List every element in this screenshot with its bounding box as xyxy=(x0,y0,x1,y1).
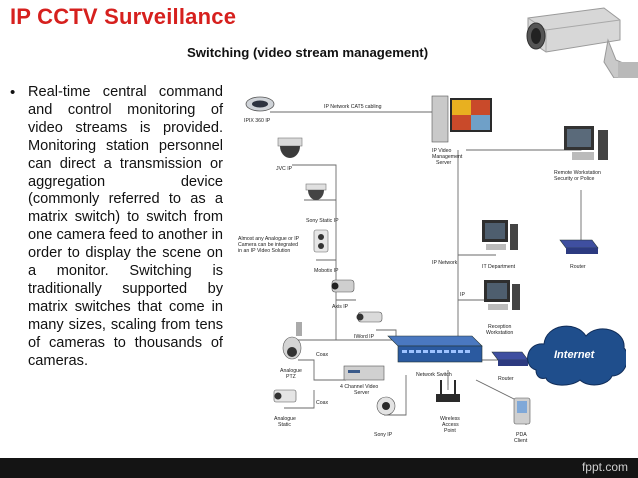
ipix-camera-icon xyxy=(245,96,275,112)
pda-label2: Client xyxy=(514,438,528,444)
video-server-icon xyxy=(343,365,385,381)
analogue-static-label1: Analogue xyxy=(274,416,296,422)
iword-label: IWord IP xyxy=(354,334,375,340)
jvc-camera-icon xyxy=(277,137,303,158)
sony-static-label: Sony Static IP xyxy=(306,218,339,224)
slide-subtitle: Switching (video stream management) xyxy=(187,45,429,60)
slide-title: IP CCTV Surveillance xyxy=(10,4,237,29)
axis-camera-icon xyxy=(331,279,355,293)
sony-ip-camera-icon xyxy=(376,396,396,416)
mgmt-label1: IP Video xyxy=(432,148,452,154)
remote-label1: Remote Workstation xyxy=(554,170,601,176)
sony-static-camera-icon xyxy=(305,183,327,200)
wap-label2: Access xyxy=(442,422,459,428)
iword-camera-icon xyxy=(356,311,383,323)
reception-label2: Workstation xyxy=(486,330,513,336)
mobotix-label: Mobotix IP xyxy=(314,268,339,274)
ip-network-label: IP Network xyxy=(432,260,458,266)
remote-workstation-icon xyxy=(564,126,608,160)
ip-label: IP xyxy=(460,292,465,298)
analogue-note-line3: in an IP Video Solution xyxy=(238,248,290,254)
analogue-ptz-camera-icon xyxy=(282,322,302,360)
pda-label1: PDA xyxy=(516,432,527,438)
body-paragraph: Real-time central command and control mo… xyxy=(28,84,223,369)
management-server-icon xyxy=(431,95,492,143)
pda-client-icon xyxy=(513,397,531,425)
footer-logo[interactable]: fppt.com xyxy=(581,460,628,474)
jvc-label: JVC IP xyxy=(276,166,293,172)
video-server-label2: Server xyxy=(354,390,370,396)
mgmt-label2: Management xyxy=(432,154,463,160)
bullet-marker: • xyxy=(10,84,16,101)
it-department-workstation-icon xyxy=(482,220,518,250)
video-server-label1: 4 Channel Video xyxy=(340,384,378,390)
router-bottom-icon xyxy=(491,351,529,366)
network-diagram: IP Network CAT5 cabling IPIX 360 IP JVC … xyxy=(236,90,626,452)
analogue-ptz-label2: PTZ xyxy=(286,374,296,380)
sony-ip-label: Sony IP xyxy=(374,432,393,438)
cabling-label: IP Network CAT5 cabling xyxy=(324,104,382,110)
network-switch-icon xyxy=(387,335,483,363)
mobotix-camera-icon xyxy=(313,229,329,253)
wap-label1: Wireless xyxy=(440,416,460,422)
analogue-static-camera-icon xyxy=(273,389,297,403)
coax-label-1: Coax xyxy=(316,352,329,358)
router-top-label: Router xyxy=(570,264,586,270)
analogue-note-line1: Almost any Analogue or IP xyxy=(238,236,300,242)
coax-label-2: Coax xyxy=(316,400,329,406)
reception-workstation-icon xyxy=(484,280,520,310)
router-top-icon xyxy=(559,239,599,254)
footer-bar: fppt.com xyxy=(0,458,638,478)
remote-label2: Security or Police xyxy=(554,176,594,182)
axis-label: Axis IP xyxy=(332,304,349,310)
internet-cloud-icon xyxy=(527,325,626,386)
wireless-access-point-icon xyxy=(436,380,460,402)
wap-label3: Point xyxy=(444,428,456,434)
cctv-camera-icon xyxy=(526,7,638,78)
reception-label1: Reception xyxy=(488,324,511,330)
internet-label: Internet xyxy=(554,349,596,361)
router-bottom-label: Router xyxy=(498,376,514,382)
analogue-ptz-label1: Analogue xyxy=(280,368,302,374)
it-dept-label: IT Department xyxy=(482,264,516,270)
mgmt-label3: Server xyxy=(436,160,452,166)
analogue-note-line2: Camera can be integrated xyxy=(238,242,298,248)
analogue-static-label2: Static xyxy=(278,422,291,428)
ipix-label: IPIX 360 IP xyxy=(244,118,271,124)
network-switch-label: Network Switch xyxy=(416,372,452,378)
